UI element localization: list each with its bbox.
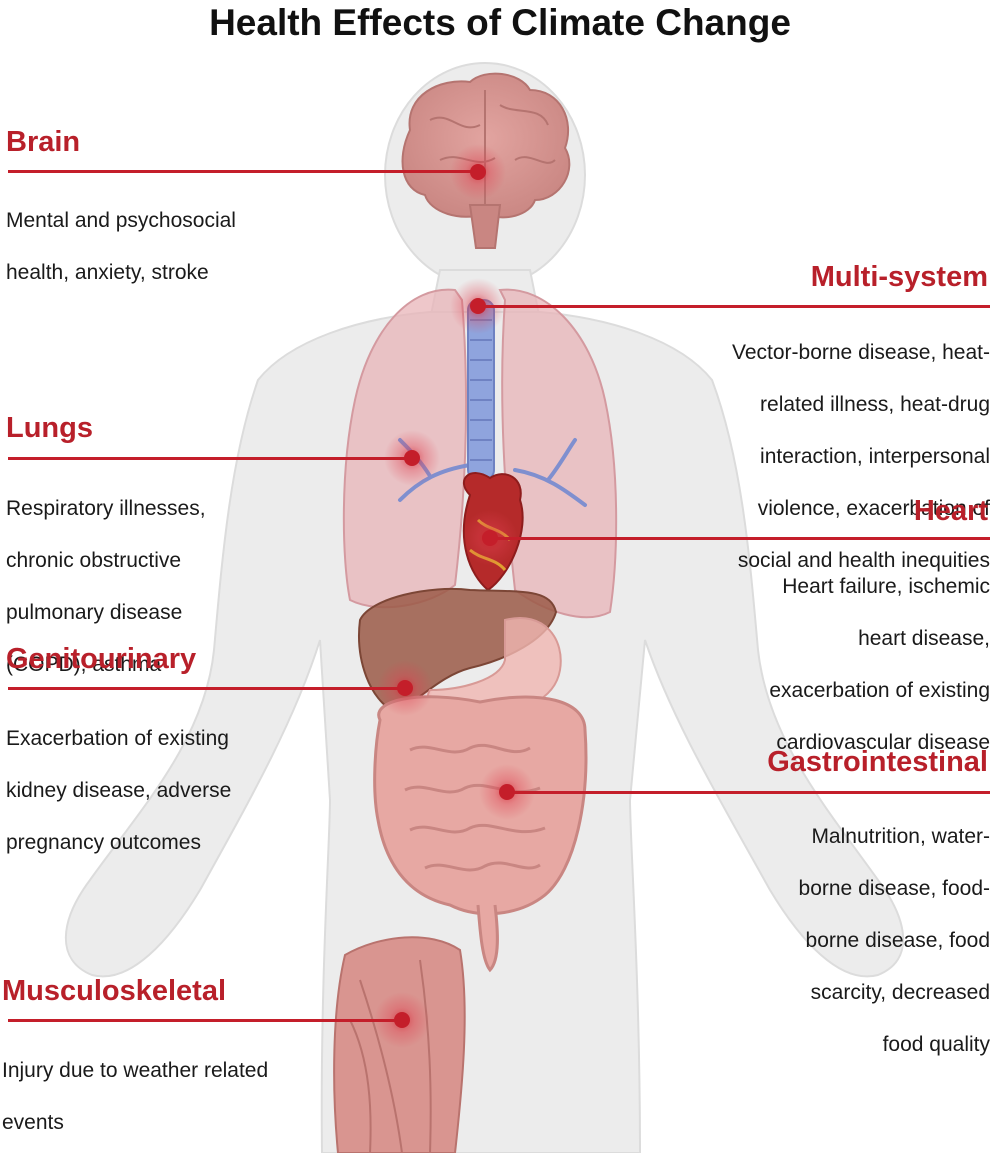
brain-heading: Brain (6, 126, 81, 158)
text-line: Heart failure, ischemic (782, 575, 990, 598)
genitourinary-hotspot (377, 660, 433, 716)
multi-system-leader-line (478, 305, 990, 308)
text-line: Exacerbation of existing (6, 727, 229, 750)
gastrointestinal-heading: Gastrointestinal (767, 746, 988, 778)
intestines-organ (373, 695, 588, 973)
text-line: kidney disease, adverse (6, 779, 232, 802)
multi-system-description: Vector-borne disease, heat- related illn… (732, 314, 990, 600)
text-line: scarcity, decreased (810, 981, 990, 1004)
musculoskeletal-description: Injury due to weather related events (2, 1032, 268, 1162)
multi-system-heading: Multi-system (810, 261, 988, 293)
text-line: pregnancy outcomes (6, 831, 201, 854)
figure-title: Health Effects of Climate Change (209, 2, 791, 43)
text-line: borne disease, food (805, 929, 990, 952)
genitourinary-leader-line (8, 687, 405, 690)
genitourinary-description: Exacerbation of existing kidney disease,… (6, 700, 231, 882)
brain-leader-line (8, 170, 478, 173)
gastrointestinal-description: Malnutrition, water- borne disease, food… (799, 798, 990, 1084)
text-line: exacerbation of existing (769, 679, 990, 702)
lungs-description: Respiratory illnesses, chronic obstructi… (6, 470, 206, 704)
text-line: heart disease, (858, 627, 990, 650)
text-line: pulmonary disease (6, 601, 183, 624)
genitourinary-heading: Genitourinary (6, 643, 197, 675)
text-line: Malnutrition, water- (811, 825, 990, 848)
heart-leader-line (490, 537, 990, 540)
text-line: chronic obstructive (6, 549, 182, 572)
text-line: borne disease, food- (798, 877, 990, 900)
text-line: cardiovascular disease (776, 731, 990, 754)
heart-description: Heart failure, ischemic heart disease, e… (769, 548, 990, 782)
text-line: Vector-borne disease, heat- (732, 341, 990, 364)
text-line: related illness, heat-drug (760, 393, 990, 416)
lungs-heading: Lungs (6, 412, 93, 444)
text-line: Injury due to weather related (2, 1059, 269, 1082)
text-line: events (2, 1111, 64, 1134)
text-line: interaction, interpersonal (760, 445, 990, 468)
text-line: Mental and psychosocial (6, 209, 236, 232)
gastrointestinal-leader-line (507, 791, 990, 794)
text-line: food quality (882, 1033, 990, 1056)
musculoskeletal-leader-line (8, 1019, 402, 1022)
heart-heading: Heart (913, 495, 988, 527)
text-line: violence, exacerbation of (757, 497, 990, 520)
lungs-leader-line (8, 457, 412, 460)
text-line: health, anxiety, stroke (6, 261, 209, 284)
text-line: Respiratory illnesses, (6, 497, 206, 520)
lungs-hotspot (384, 430, 440, 486)
musculoskeletal-heading: Musculoskeletal (2, 975, 227, 1007)
text-line: (COPD), asthma (6, 653, 162, 676)
brain-description: Mental and psychosocial health, anxiety,… (6, 182, 236, 312)
musculoskeletal-hotspot (374, 992, 430, 1048)
brain-hotspot (450, 144, 506, 200)
text-line: social and health inequities (737, 549, 990, 572)
